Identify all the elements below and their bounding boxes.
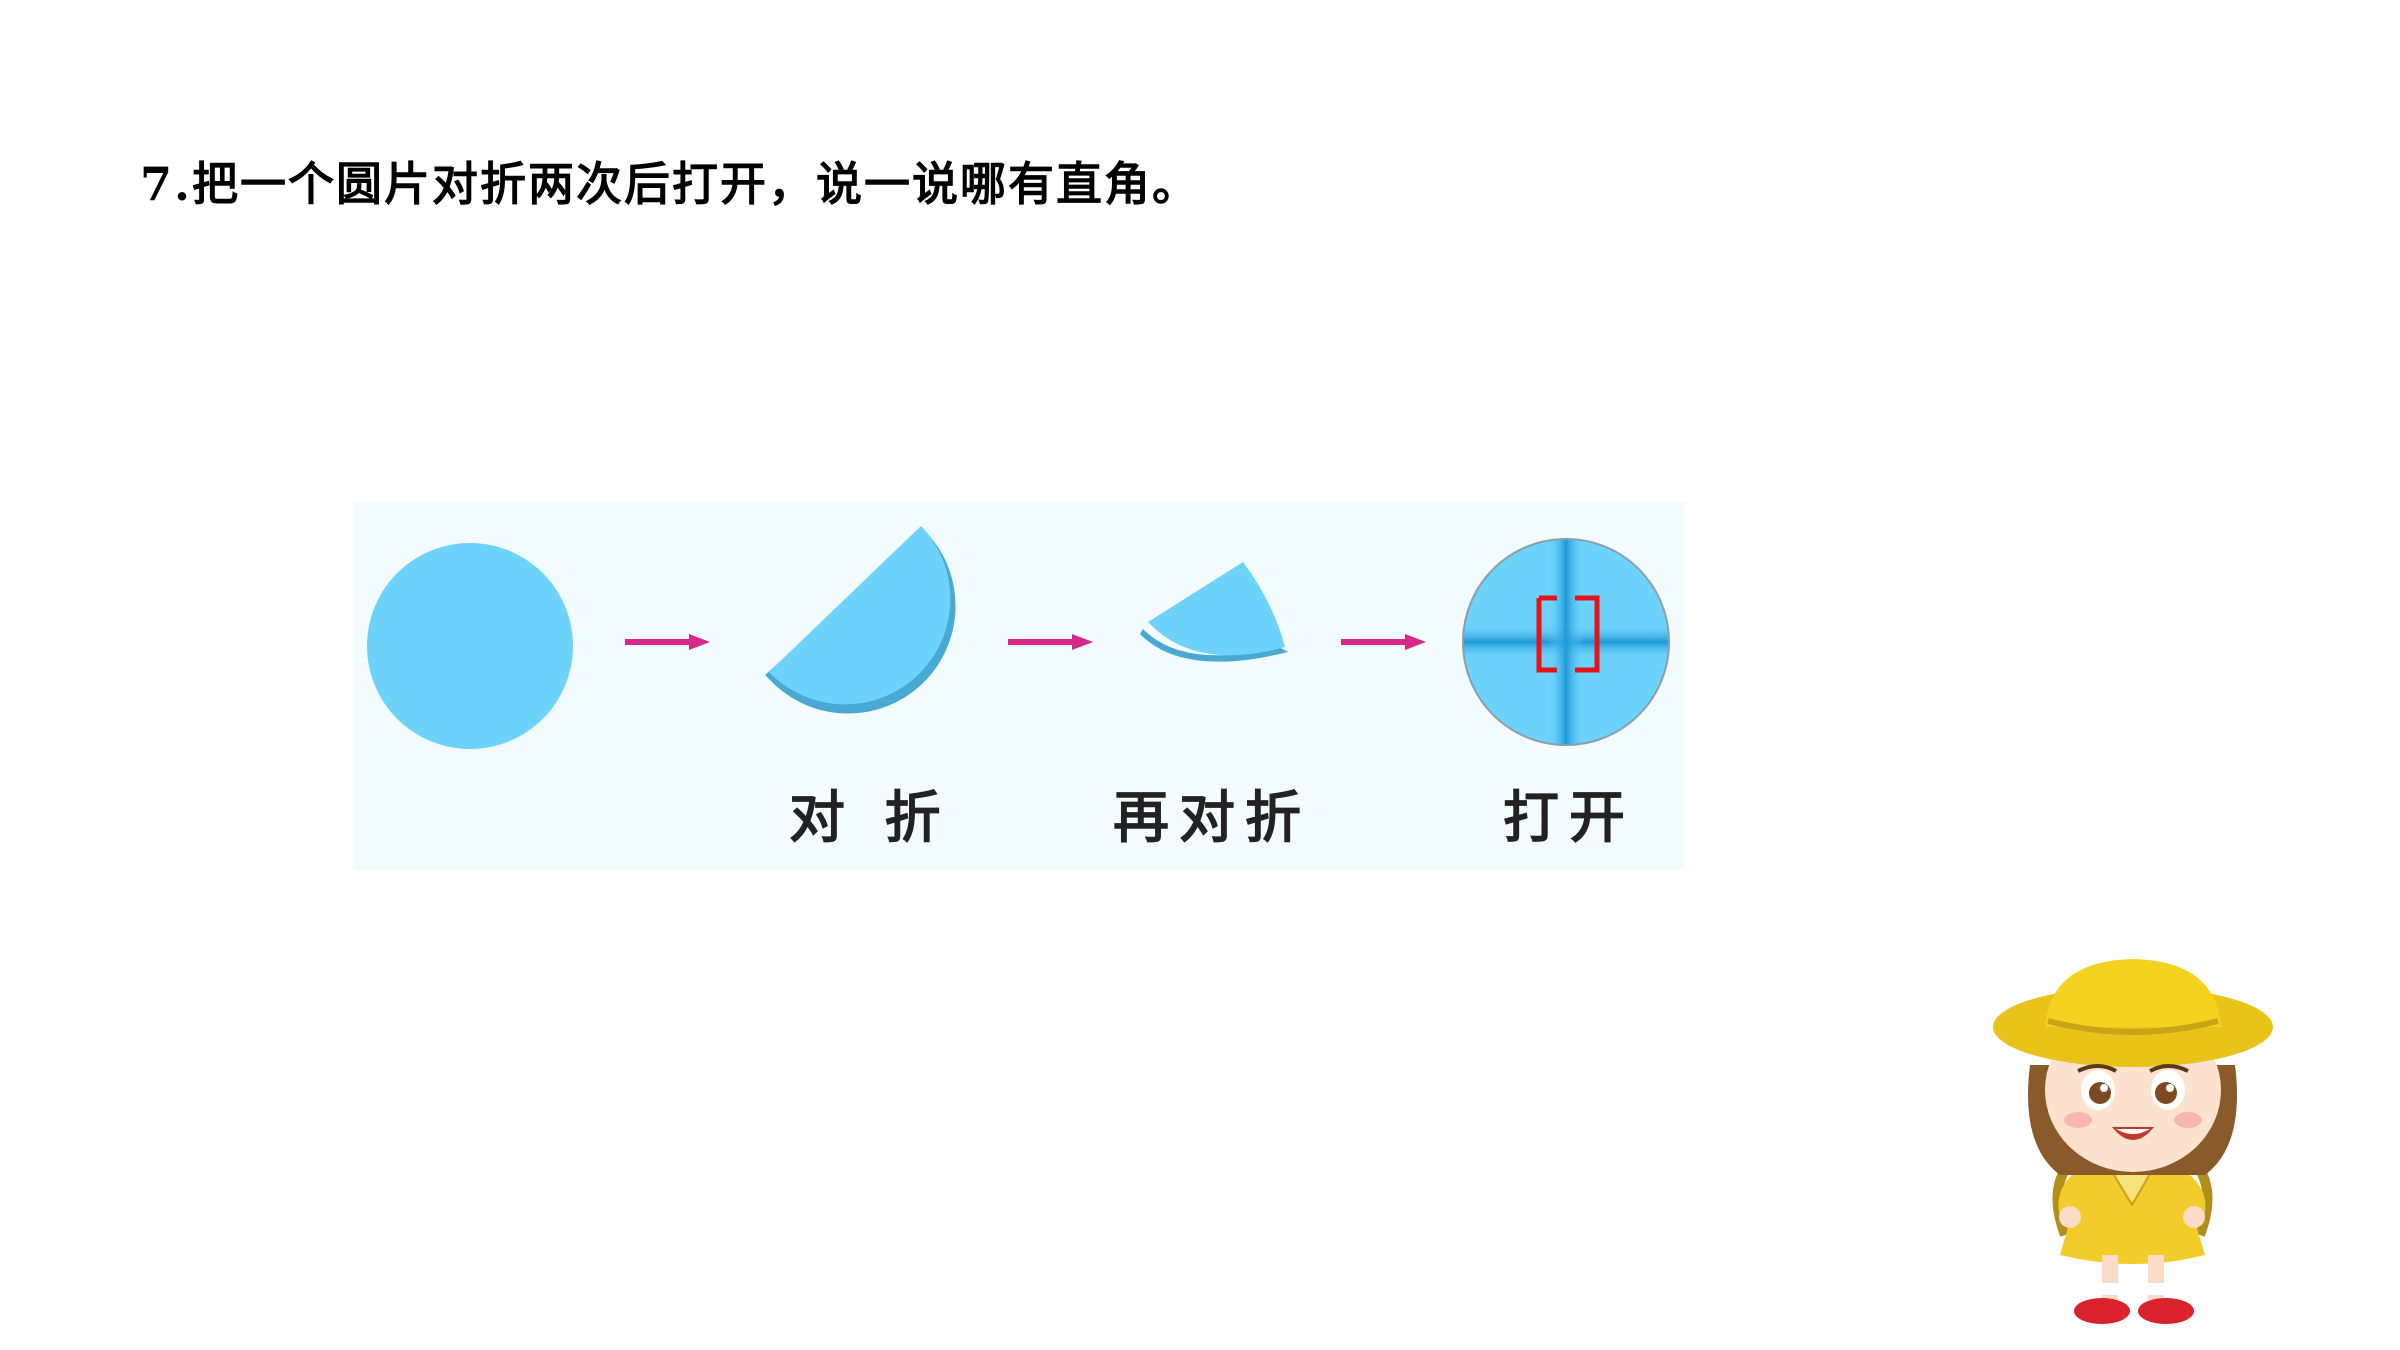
question-text: 7.把一个圆片对折两次后打开，说一说哪有直角。 (140, 157, 1201, 211)
arrow-2-icon (1008, 634, 1093, 650)
arrow-3-icon (1341, 634, 1426, 650)
step-label-fold-again: 再对折 (1113, 785, 1311, 851)
folding-diagram: 对 折 再对折 打开 (353, 502, 1684, 870)
quarter-circle-disk (1140, 562, 1288, 662)
folding-steps-graphic (367, 526, 1670, 749)
step-label-open: 打开 (1503, 785, 1635, 851)
unfolded-circle-disk (1462, 538, 1670, 746)
half-circle-disk (765, 526, 956, 714)
right-angle-marker (1536, 595, 1600, 673)
full-circle-disk (367, 543, 573, 749)
arrow-1-icon (625, 634, 710, 650)
girl-character-icon (1993, 959, 2273, 1324)
step-label-fold: 对 折 (789, 785, 951, 851)
